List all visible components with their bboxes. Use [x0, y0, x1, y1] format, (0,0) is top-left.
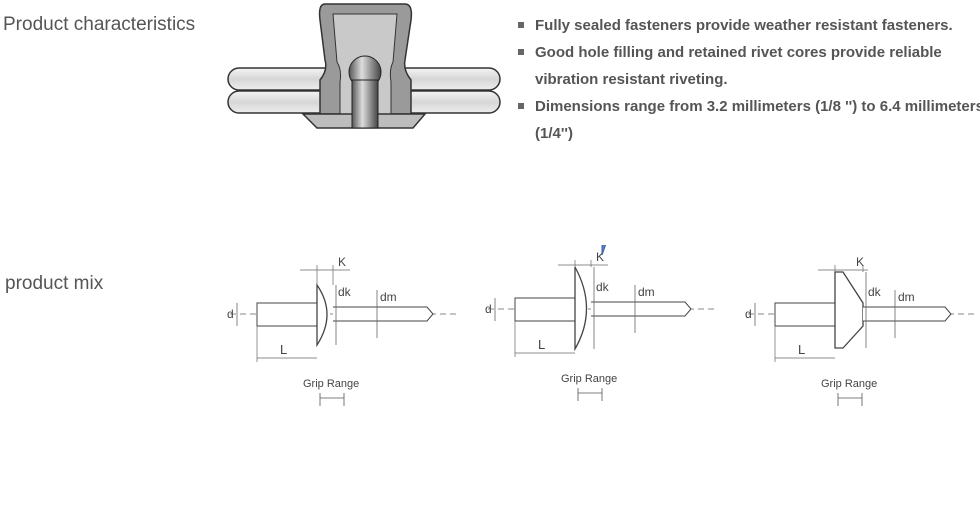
- product-mix-title: product mix: [5, 273, 104, 294]
- characteristic-text: Good hole filling and retained rivet cor…: [535, 44, 942, 88]
- mandrel: [863, 306, 952, 322]
- rivet-head: [316, 282, 328, 348]
- characteristic-text: Fully sealed fasteners provide weather r…: [535, 17, 953, 34]
- rivet-body: [514, 297, 576, 322]
- d-label: d: [227, 307, 234, 321]
- d-label: d: [745, 307, 752, 321]
- characteristic-text: Dimensions range from 3.2 millimeters (1…: [535, 98, 980, 142]
- rivet-diagram-dome: K dk dm d L Grip Range: [227, 255, 458, 406]
- grip-range-label: Grip Range: [303, 378, 359, 390]
- characteristics-list: Fully sealed fasteners provide weather r…: [518, 12, 980, 147]
- mandrel: [333, 306, 434, 322]
- rivet-body: [256, 302, 318, 327]
- grip-range-label: Grip Range: [821, 378, 877, 390]
- mandrel: [591, 301, 692, 317]
- bullet-square-icon: [518, 103, 524, 109]
- dk-label: dk: [338, 285, 352, 299]
- l-label: L: [280, 342, 287, 357]
- dk-label: dk: [868, 285, 882, 299]
- rivet-diagram-countersunk: K dk dm d L Grip Range: [745, 255, 976, 406]
- l-label: L: [538, 337, 545, 352]
- rivet-head: [834, 271, 864, 349]
- grip-range-label: Grip Range: [561, 373, 617, 385]
- l-label: L: [798, 342, 805, 357]
- rivet-head: [574, 266, 588, 352]
- bullet-square-icon: [518, 22, 524, 28]
- rivet-diagram-large-flange: K dk dm d L Grip Range: [485, 245, 716, 401]
- sealed-rivet-cross-section-image: [227, 3, 501, 129]
- d-label: d: [485, 302, 492, 316]
- dk-label: dk: [596, 280, 610, 294]
- rivet-body: [774, 302, 836, 327]
- product-characteristics-title: Product characteristics: [3, 14, 196, 35]
- dm-label: dm: [898, 290, 915, 304]
- k-label: K: [338, 255, 346, 269]
- dm-label: dm: [638, 285, 655, 299]
- bullet-square-icon: [518, 49, 524, 55]
- k-label: K: [856, 255, 864, 269]
- rivet-blue-head: [601, 245, 607, 256]
- dm-label: dm: [380, 290, 397, 304]
- characteristic-item: Dimensions range from 3.2 millimeters (1…: [518, 93, 980, 147]
- characteristic-item: Good hole filling and retained rivet cor…: [518, 39, 980, 93]
- characteristic-item: Fully sealed fasteners provide weather r…: [518, 12, 980, 39]
- k-label: K: [596, 250, 604, 264]
